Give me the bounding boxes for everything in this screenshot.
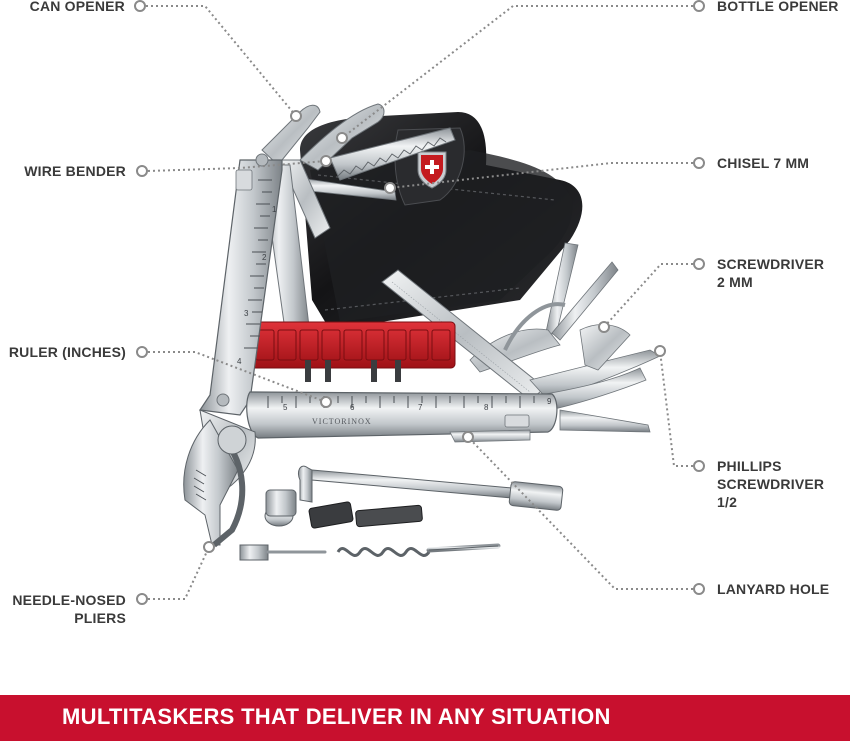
marker-wire-bender-tool: [320, 155, 332, 167]
ruler-mark-7: 7: [418, 403, 423, 412]
marker-ruler-tool: [320, 396, 332, 408]
footer-banner: MULTITASKERS THAT DELIVER IN ANY SITUATI…: [0, 695, 850, 741]
marker-screwdriver-label: [693, 258, 705, 270]
marker-chisel-tool: [384, 182, 396, 194]
wood-screw-tool: [239, 544, 327, 561]
socket-wrench: [264, 465, 564, 527]
ruler-mark-3: 3: [244, 309, 249, 318]
label-lanyard-hole: LANYARD HOLE: [717, 581, 830, 597]
ruler-mark-4: 4: [237, 357, 242, 366]
label-needle-nosed-pliers: NEEDLE-NOSED PLIERS: [12, 592, 126, 626]
marker-pliers-tool: [203, 541, 215, 553]
marker-ruler-label: [136, 346, 148, 358]
leader-phillips: [659, 350, 693, 467]
vertical-handle: [198, 153, 283, 416]
label-wire-bender: WIRE BENDER: [24, 163, 126, 179]
marker-can-opener-tool: [290, 110, 302, 122]
banner-title: MULTITASKERS THAT DELIVER IN ANY SITUATI…: [62, 704, 611, 729]
red-bit-holder: [249, 321, 456, 382]
marker-phillips-tool: [654, 345, 666, 357]
screwdriver-bits: [308, 501, 423, 529]
ruler-mark-9: 9: [547, 397, 552, 406]
label-ruler: RULER (INCHES): [8, 344, 126, 360]
corkscrew: [336, 543, 501, 557]
leader-can-opener: [146, 5, 297, 117]
ruler-mark-5: 5: [283, 403, 288, 412]
marker-phillips-label: [693, 460, 705, 472]
marker-pliers-label: [136, 593, 148, 605]
ruler-mark-1: 1: [272, 205, 277, 214]
leader-lines: [146, 5, 693, 600]
leader-ruler: [148, 351, 327, 403]
marker-wire-bender-label: [136, 165, 148, 177]
ruler-mark-8: 8: [484, 403, 489, 412]
horizontal-handle: 5 6 7 8 9 VICTORINOX: [246, 391, 558, 443]
leader-screwdriver: [603, 263, 693, 328]
leader-markers: [134, 0, 705, 605]
leader-chisel: [389, 162, 693, 189]
leader-pliers: [148, 546, 210, 600]
label-phillips: PHILLIPS SCREWDRIVER 1/2: [717, 458, 825, 510]
needle-nosed-pliers: [183, 409, 256, 548]
leader-bottle-opener: [341, 5, 693, 139]
label-bottle-opener: BOTTLE OPENER: [717, 0, 839, 14]
vertical-ruler-numbers: 1 2 3 4: [237, 205, 277, 366]
marker-bottle-opener-label: [693, 0, 705, 12]
marker-screwdriver-tool: [598, 321, 610, 333]
scissors: [469, 242, 619, 373]
marker-chisel-label: [693, 157, 705, 169]
marker-lanyard-label: [693, 583, 705, 595]
marker-lanyard-tool: [462, 431, 474, 443]
marker-can-opener-label: [134, 0, 146, 12]
leader-lanyard: [467, 436, 693, 590]
marker-bottle-opener-tool: [336, 132, 348, 144]
vertical-ruler-ticks: [244, 179, 272, 349]
brand-engraving: VICTORINOX: [312, 417, 372, 426]
label-chisel: CHISEL 7 MM: [717, 155, 810, 171]
label-screwdriver: SCREWDRIVER 2 MM: [717, 256, 825, 290]
right-side-tools: [529, 324, 661, 433]
label-can-opener: CAN OPENER: [29, 0, 125, 14]
ruler-mark-2: 2: [262, 253, 267, 262]
leader-wire-bender: [147, 160, 327, 172]
ruler-mark-6: 6: [350, 403, 355, 412]
